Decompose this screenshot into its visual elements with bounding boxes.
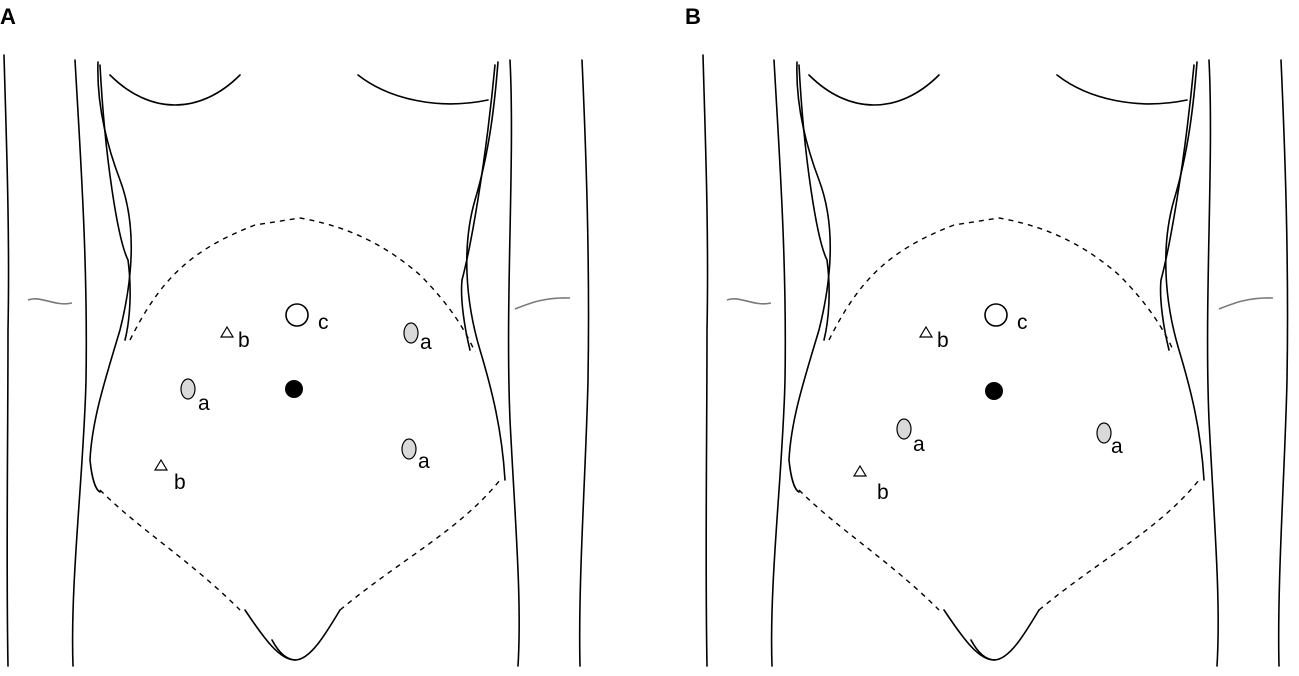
port-a-icon <box>403 322 419 344</box>
right-arm-outer <box>702 54 709 667</box>
panel-label-b: B <box>685 4 701 29</box>
torso-right-side <box>89 61 132 493</box>
panel-label-a: A <box>0 4 16 29</box>
left-arm-inner <box>1206 59 1219 667</box>
left-elbow-crease <box>514 297 571 310</box>
port-b-label: b <box>238 329 250 352</box>
panel-b: B c b a a b <box>685 0 1299 676</box>
port-a-label: a <box>1111 435 1123 458</box>
port-c-icon <box>285 303 309 327</box>
port-b-label: b <box>174 471 186 494</box>
right-elbow-crease <box>726 298 772 305</box>
torso-left-side <box>1165 61 1205 481</box>
torso-diagram-a: c b a a a b <box>3 54 590 667</box>
right-arm-inner <box>71 59 88 667</box>
port-a-icon <box>896 418 912 440</box>
torso-left-back <box>1159 64 1195 351</box>
torso-right-side <box>788 61 831 493</box>
left-arm-outer <box>578 59 590 667</box>
chest-curve-left <box>1056 74 1188 105</box>
chest-curve-left <box>357 74 489 105</box>
port-c-label: c <box>1017 311 1028 334</box>
torso-left-back <box>460 64 496 351</box>
port-a-label: a <box>198 392 210 415</box>
port-a-label: a <box>913 433 925 456</box>
port-b-label: b <box>877 481 889 504</box>
torso-right-back <box>99 64 131 341</box>
groin-curve <box>943 609 1040 661</box>
torso-left-side <box>466 61 506 481</box>
port-a-icon <box>180 378 196 400</box>
port-b-icon <box>852 464 868 477</box>
camera-port-icon <box>285 380 303 398</box>
right-elbow-crease <box>27 298 73 305</box>
right-arm-inner <box>770 59 787 667</box>
port-a-icon <box>401 438 417 460</box>
abdominal-boundary <box>99 217 501 611</box>
right-arm-outer <box>3 54 10 667</box>
chest-curve-right <box>808 74 940 106</box>
port-b-label: b <box>937 329 949 352</box>
groin-curve <box>244 609 341 661</box>
groin-base <box>970 639 996 661</box>
chest-curve-right <box>109 74 241 106</box>
port-c-icon <box>984 303 1008 327</box>
port-a-icon <box>1096 422 1112 444</box>
abdominal-boundary <box>798 217 1200 611</box>
torso-diagram-b: c b a a b <box>702 54 1289 667</box>
left-elbow-crease <box>1218 297 1274 310</box>
port-b-icon <box>918 325 934 338</box>
torso-right-back <box>798 64 830 341</box>
port-b-icon <box>153 458 169 471</box>
camera-port-icon <box>985 382 1003 400</box>
left-arm-outer <box>1277 59 1289 667</box>
panel-a: A c b a a a b <box>0 4 590 667</box>
port-c-label: c <box>318 311 329 334</box>
port-a-label: a <box>418 450 430 473</box>
left-arm-inner <box>507 59 520 667</box>
port-a-label: a <box>420 331 432 354</box>
groin-base <box>271 639 297 661</box>
port-b-icon <box>219 325 235 338</box>
